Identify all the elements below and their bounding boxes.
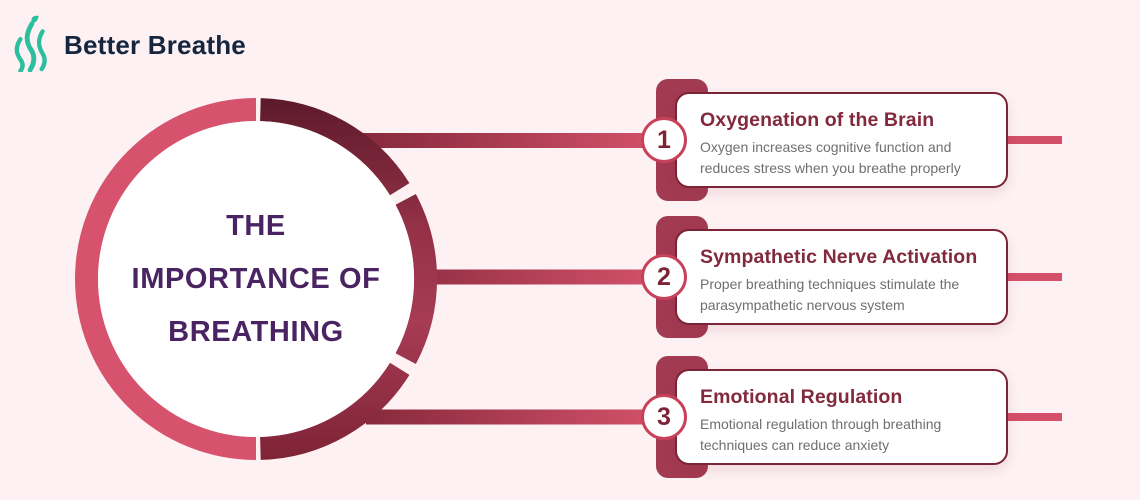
ring-right-segment-top [259,98,410,196]
card-oxygenation: Oxygenation of the Brain Oxygen increase… [675,92,1008,188]
card-title: Sympathetic Nerve Activation [700,246,978,268]
logo: Better Breathe [12,14,246,72]
step-number-badge-1: 1 [641,117,687,163]
card-description: Oxygen increases cognitive function and … [700,139,961,176]
circle-title: THE IMPORTANCE OF BREATHING [132,200,381,359]
breath-waves-icon [14,15,47,72]
card-description: Proper breathing techniques stimulate th… [700,276,960,313]
accent-line-1 [1008,136,1062,144]
accent-line-3 [1008,413,1062,421]
center-circle: THE IMPORTANCE OF BREATHING [98,121,414,437]
circle-title-line-3: BREATHING [168,315,344,348]
card-description: Emotional regulation through breathing t… [700,416,942,453]
circle-ring [75,98,438,460]
logo-text: Better Breathe [64,29,246,60]
card-title: Oxygenation of the Brain [700,109,935,131]
card-title: Emotional Regulation [700,386,903,408]
card-sympathetic-nerve: Sympathetic Nerve Activation Proper brea… [675,229,1008,325]
connector-lines [362,133,664,425]
ring-right-segment-middle [395,194,438,364]
ring-left-arc [75,98,257,460]
connector-line-1 [362,133,664,148]
accent-line-2 [1008,273,1062,281]
step-number-badge-2: 2 [641,254,687,300]
circle-title-line-2: IMPORTANCE OF [131,262,381,295]
connector-line-3 [366,409,664,425]
circle-title-line-1: THE [226,209,286,242]
right-accent-lines [1008,136,1062,421]
card-emotional-regulation: Emotional Regulation Emotional regulatio… [675,369,1008,465]
connector-line-2 [420,269,664,285]
step-number-badge-3: 3 [641,394,687,440]
ring-right-segment-bottom [259,362,410,460]
